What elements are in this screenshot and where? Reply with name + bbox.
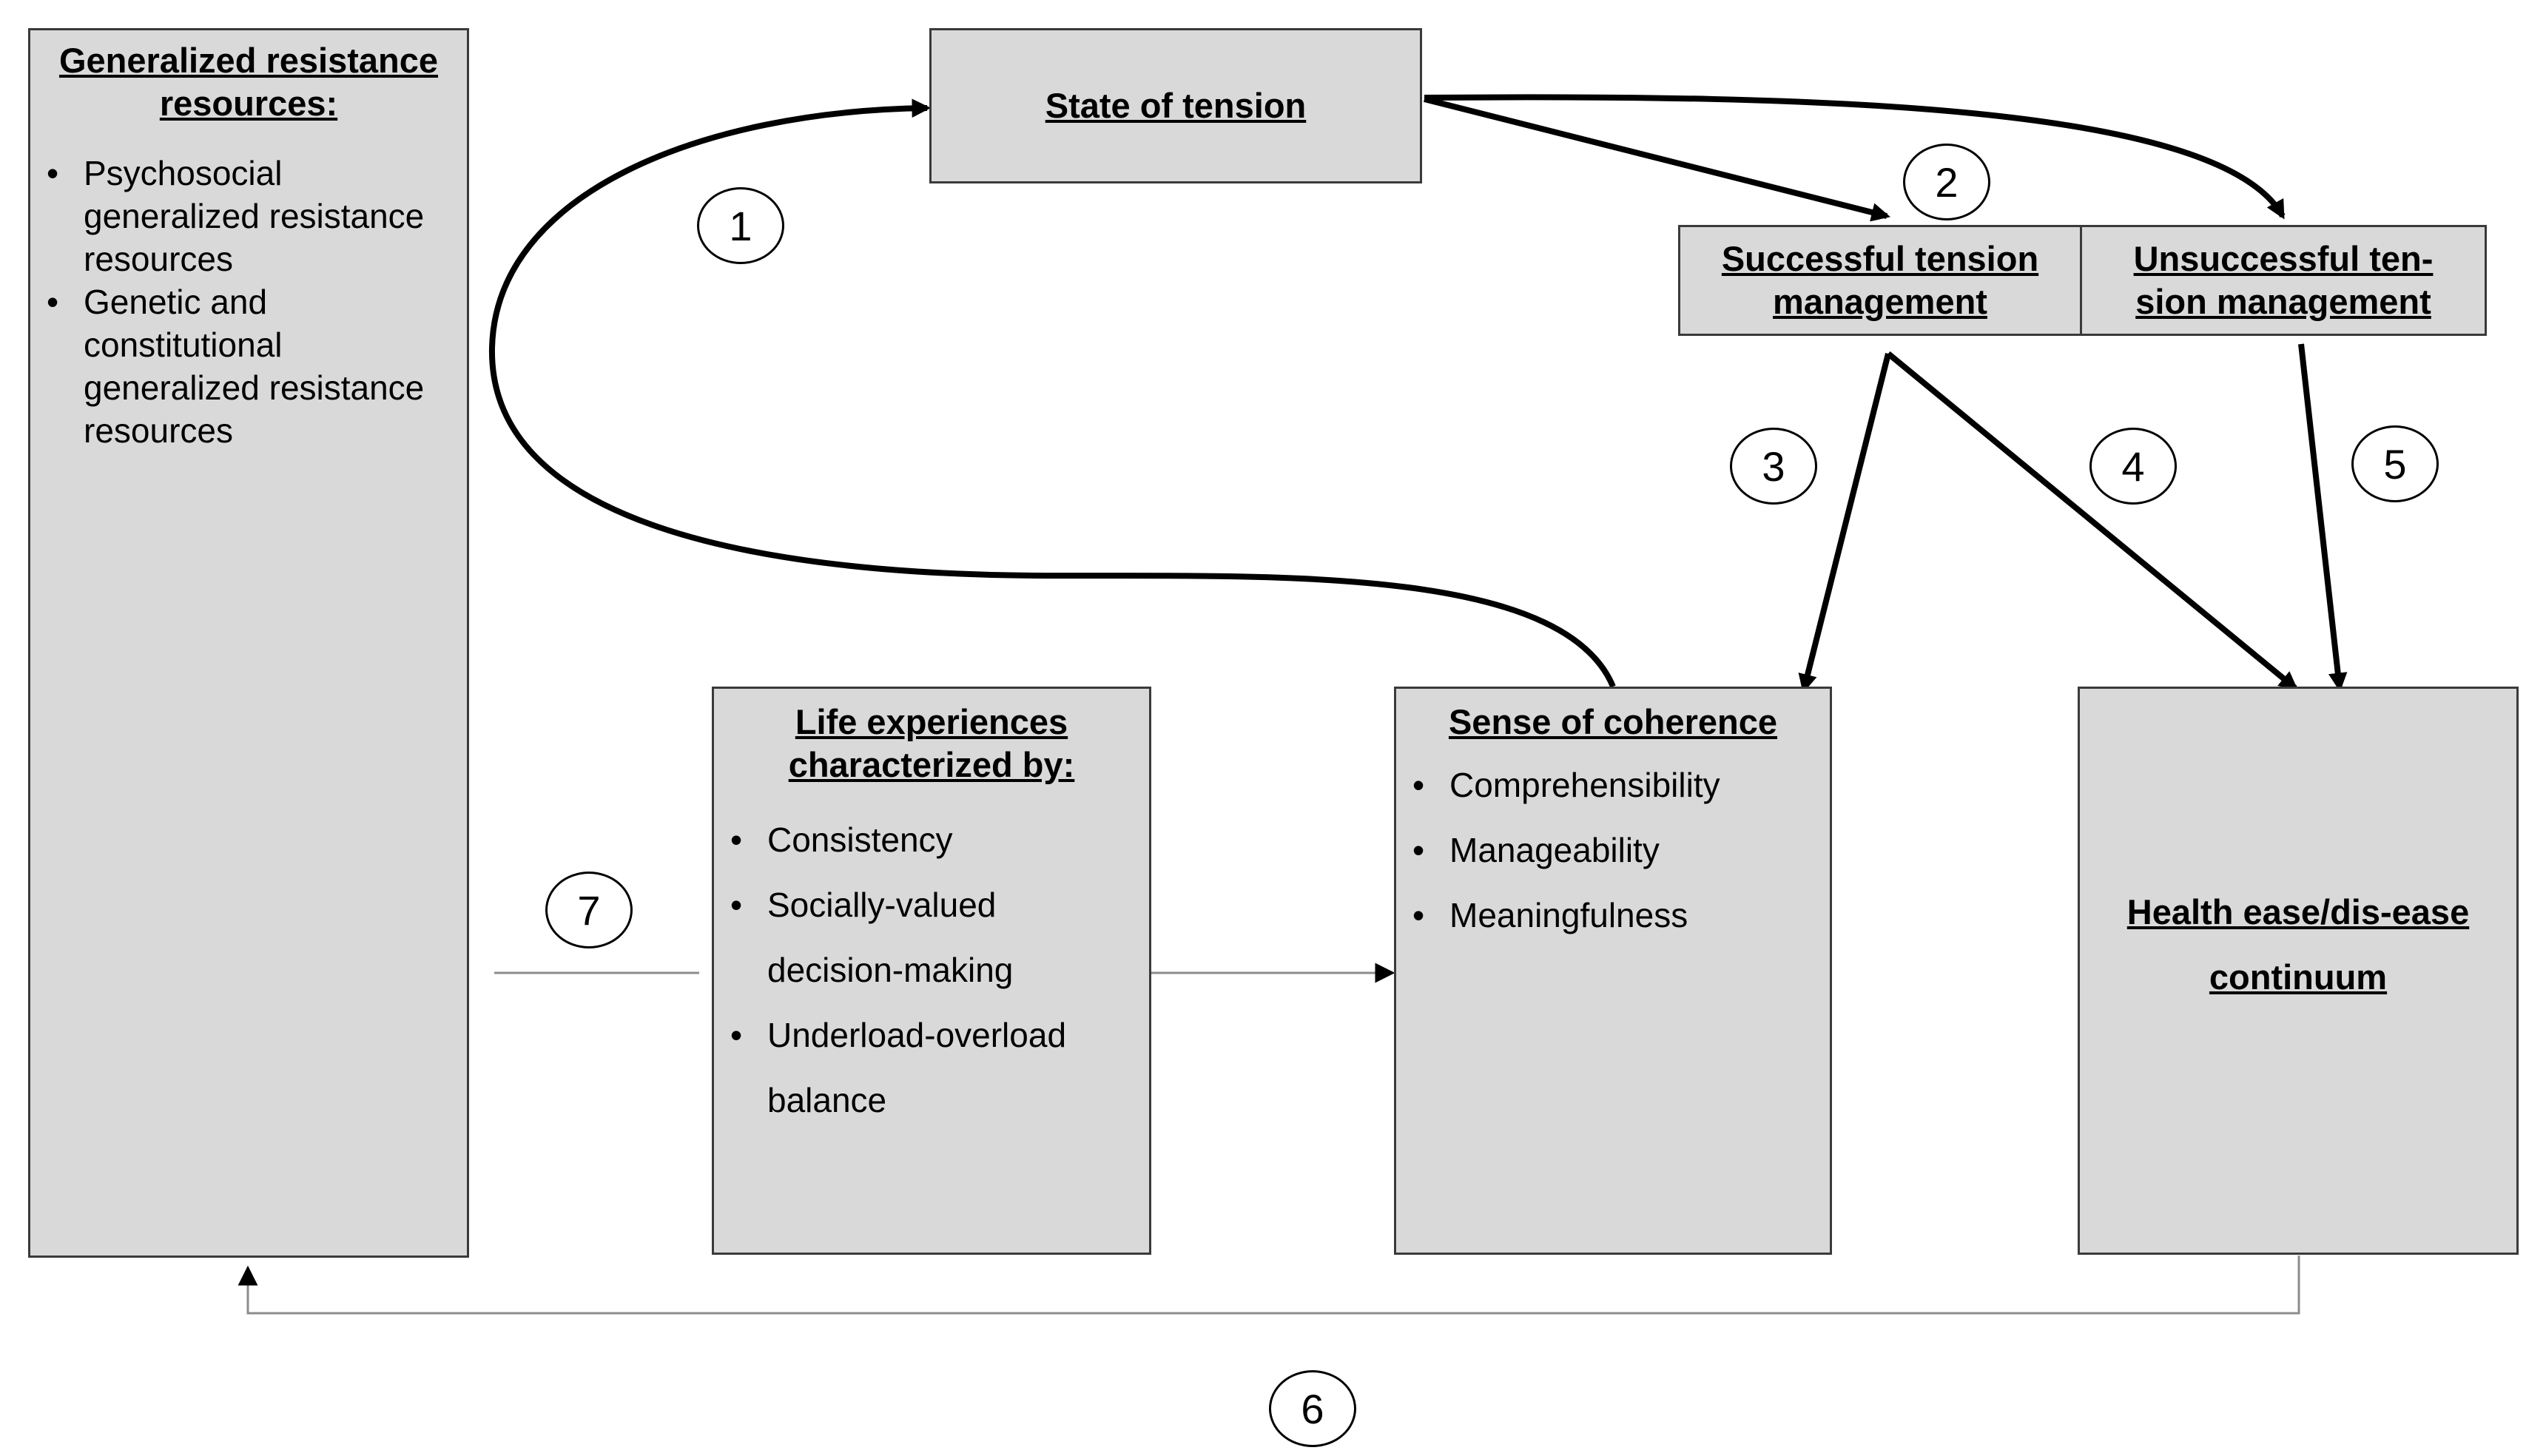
successful-title: Successful tension management (1721, 239, 2039, 321)
life-experiences-item: Underload-overload balance (714, 1002, 1142, 1133)
health-title: Health ease/dis-ease continuum (2126, 892, 2470, 997)
life-experiences-list: Consistency Socially-valued decision-mak… (714, 807, 1149, 1133)
resources-title: Generalized resistance resources: (58, 41, 439, 123)
coherence-item: Meaningfulness (1396, 883, 1830, 948)
health-box: Health ease/dis-ease continuum (2078, 687, 2519, 1255)
arrow-health-to-resources (238, 1256, 2300, 1315)
arrow-tension-to-unsuccessful (1424, 94, 2286, 220)
arrow-successful-to-health (1886, 351, 2298, 691)
unsuccessful-title: Unsuccessful ten-sion management (2133, 239, 2434, 321)
resources-item: Genetic and constitutional generalized r… (30, 280, 467, 452)
path-label-4: 4 (2089, 428, 2177, 505)
resources-box: Generalized resistance resources: Psycho… (28, 28, 469, 1258)
life-experiences-item: Socially-valued decision-making (714, 872, 1142, 1002)
arrow-successful-to-coherence (1798, 353, 1891, 693)
tension-box: State of tension (929, 28, 1422, 183)
path-label-7: 7 (545, 872, 633, 948)
life-experiences-item: Consistency (714, 807, 1142, 872)
coherence-title: Sense of coherence (1448, 702, 1778, 741)
successful-box: Successful tension management (1678, 225, 2082, 336)
resources-list: Psychosocial generalized resistance reso… (30, 152, 467, 452)
path-label-6: 6 (1269, 1370, 1356, 1447)
arrow-unsuccessful-to-health (2298, 343, 2348, 692)
life-experiences-title: Life experiences characterized by: (788, 702, 1075, 784)
path-label-1: 1 (697, 187, 784, 264)
arrow-coherence-to-tension (488, 98, 1616, 688)
tension-title: State of tension (1045, 86, 1307, 125)
path-label-5: 5 (2351, 425, 2439, 502)
coherence-item: Comprehensibility (1396, 752, 1830, 818)
path-label-3: 3 (1730, 428, 1817, 505)
unsuccessful-box: Unsuccessful ten-sion management (2080, 225, 2487, 336)
coherence-list: Comprehensibility Manageability Meaningf… (1396, 752, 1830, 948)
life-experiences-box: Life experiences characterized by: Consi… (712, 687, 1151, 1255)
coherence-box: Sense of coherence Comprehensibility Man… (1394, 687, 1832, 1255)
resources-item: Psychosocial generalized resistance reso… (30, 152, 467, 280)
arrow-tension-to-successful (1424, 96, 1890, 222)
path-label-2: 2 (1903, 144, 1990, 220)
coherence-item: Manageability (1396, 818, 1830, 883)
